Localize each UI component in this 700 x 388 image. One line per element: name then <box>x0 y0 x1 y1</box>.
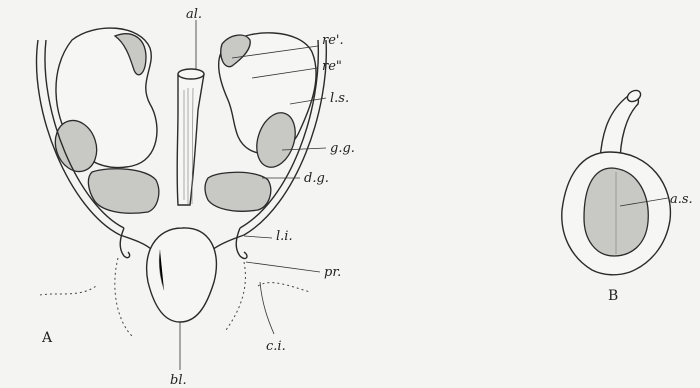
alimentary-opening <box>178 69 204 79</box>
label-dg: d.g. <box>304 171 329 186</box>
alimentary-canal <box>177 71 204 205</box>
right-dorsal-gland <box>205 172 271 211</box>
label-gg: g.g. <box>330 141 355 156</box>
label-ls: l.s. <box>330 91 349 106</box>
panel-label-b: B <box>608 288 618 304</box>
label-bl: bl. <box>170 373 187 388</box>
label-ci: c.i. <box>266 339 286 354</box>
bladder <box>147 228 217 322</box>
label-al: al. <box>186 7 202 22</box>
label-pr: pr. <box>324 265 341 280</box>
figure-b: a.s. B <box>562 88 693 304</box>
left-dorsal-gland <box>88 169 158 214</box>
label-li: l.i. <box>276 229 293 244</box>
figure-a: al. re'. re" l.s. g.g. d.g. l.i. pr. c.i… <box>37 7 355 388</box>
left-hook <box>120 228 129 258</box>
label-re2: re" <box>322 59 342 74</box>
label-as: a.s. <box>670 192 693 207</box>
panel-label-a: A <box>41 330 53 346</box>
label-re1: re'. <box>322 33 344 48</box>
right-hook <box>236 228 247 259</box>
